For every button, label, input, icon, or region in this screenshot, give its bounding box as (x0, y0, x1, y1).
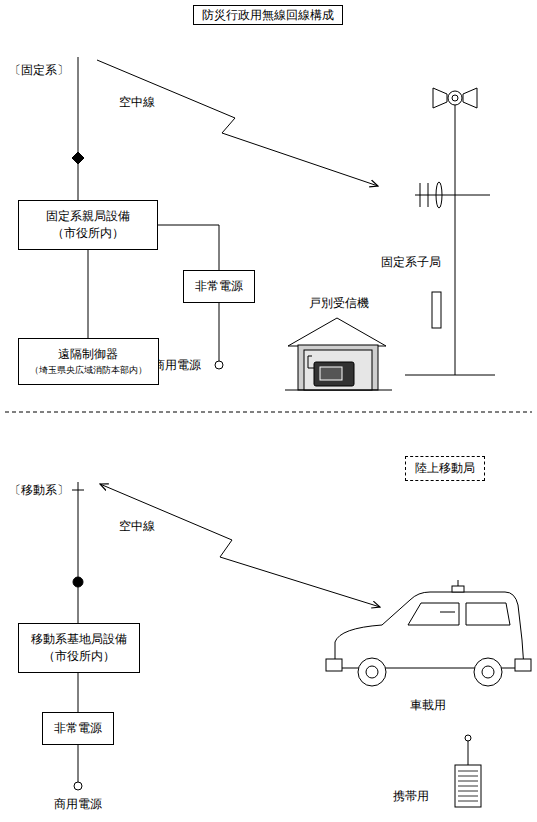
vehicle (408, 603, 459, 625)
mobile-antenna (78, 482, 79, 628)
outdoor-speaker-pole (455, 92, 456, 375)
radio-grille (458, 776, 478, 777)
diagram-title: 防災行政用無線回線構成 (193, 5, 343, 25)
outdoor-speaker-pole (448, 91, 462, 105)
part-label: 空中線 (118, 518, 156, 534)
equipment-box: 非常電源 (183, 270, 255, 303)
section-label: 〔移動系〕 (8, 482, 70, 498)
radio-grille (458, 771, 478, 772)
radio-grille (458, 786, 478, 787)
part-label: 戸別受信機 (308, 295, 370, 311)
box-note: （市役所内） (29, 225, 147, 242)
box-title: 遠隔制御器 (29, 346, 148, 363)
radio-link (97, 60, 378, 186)
vehicle (452, 586, 464, 592)
house-receiver (285, 318, 392, 390)
power-line (74, 782, 82, 790)
part-label: 車載用 (409, 697, 447, 713)
box-title: 非常電源 (53, 720, 103, 737)
box-note: （市役所内） (29, 648, 129, 665)
box-title: 固定系親局設備 (29, 208, 147, 225)
outdoor-speaker-pole (428, 183, 429, 207)
vehicle (474, 658, 502, 686)
outdoor-speaker-pole (432, 292, 441, 328)
mobile-antenna (72, 482, 84, 628)
house-receiver (298, 345, 378, 390)
vehicle (358, 658, 386, 686)
part-label: 携帯用 (392, 788, 430, 804)
fixed-antenna (72, 57, 84, 205)
station-box: 陸上移動局 (405, 456, 485, 481)
box-title: 陸上移動局 (414, 460, 476, 477)
section-label: 〔固定系〕 (8, 62, 70, 78)
house-receiver (314, 362, 354, 386)
vehicle (440, 612, 455, 613)
outdoor-speaker-pole (415, 195, 490, 196)
radio-link (100, 484, 380, 607)
fixed-antenna (78, 57, 79, 205)
box-title: 非常電源 (194, 278, 244, 295)
part-label: 固定系子局 (380, 254, 442, 270)
vehicle (482, 666, 494, 678)
vehicle (326, 580, 531, 686)
radio-grille (458, 791, 478, 792)
handheld-radio (455, 735, 481, 807)
radio-grille (458, 781, 478, 782)
house-receiver (288, 318, 386, 346)
vehicle (326, 659, 342, 671)
house-receiver (308, 356, 314, 368)
vehicle (515, 659, 531, 671)
box-note: （埼玉県央広域消防本部内） (29, 363, 148, 377)
radio-grille (458, 801, 478, 802)
outdoor-speaker-pole (405, 375, 495, 376)
equipment-box: 固定系親局設備（市役所内） (18, 200, 158, 250)
handheld-radio (455, 765, 481, 807)
part-label: 商用電源 (53, 796, 103, 812)
mobile-antenna (72, 490, 84, 491)
equipment-box: 移動系基地局設備（市役所内） (18, 623, 140, 673)
vehicle (335, 592, 524, 668)
separator (5, 412, 532, 413)
outdoor-speaker-pole (452, 95, 458, 101)
part-label: 空中線 (118, 94, 156, 110)
house-receiver (304, 350, 372, 390)
house-receiver (320, 367, 342, 380)
outdoor-speaker-pole (463, 88, 477, 108)
wire (78, 673, 79, 712)
house-receiver (285, 390, 392, 391)
wire (158, 225, 219, 270)
fixed-antenna (72, 152, 84, 164)
box-title: 移動系基地局設備 (29, 631, 129, 648)
outdoor-speaker-pole (436, 182, 442, 208)
vehicle (466, 603, 510, 625)
outdoor-speaker-pole (405, 88, 495, 375)
handheld-radio (468, 740, 469, 765)
power-line (215, 361, 223, 369)
wire (88, 250, 89, 338)
radio-grille (458, 796, 478, 797)
handheld-radio (465, 735, 471, 741)
outdoor-speaker-pole (433, 88, 447, 108)
equipment-box: 非常電源 (42, 712, 114, 745)
equipment-box: 遠隔制御器（埼玉県央広域消防本部内） (18, 338, 159, 385)
part-label: 商用電源 (152, 357, 202, 373)
vehicle (366, 666, 378, 678)
outdoor-speaker-pole (420, 183, 421, 207)
mobile-antenna (73, 577, 83, 587)
vehicle (458, 580, 459, 586)
